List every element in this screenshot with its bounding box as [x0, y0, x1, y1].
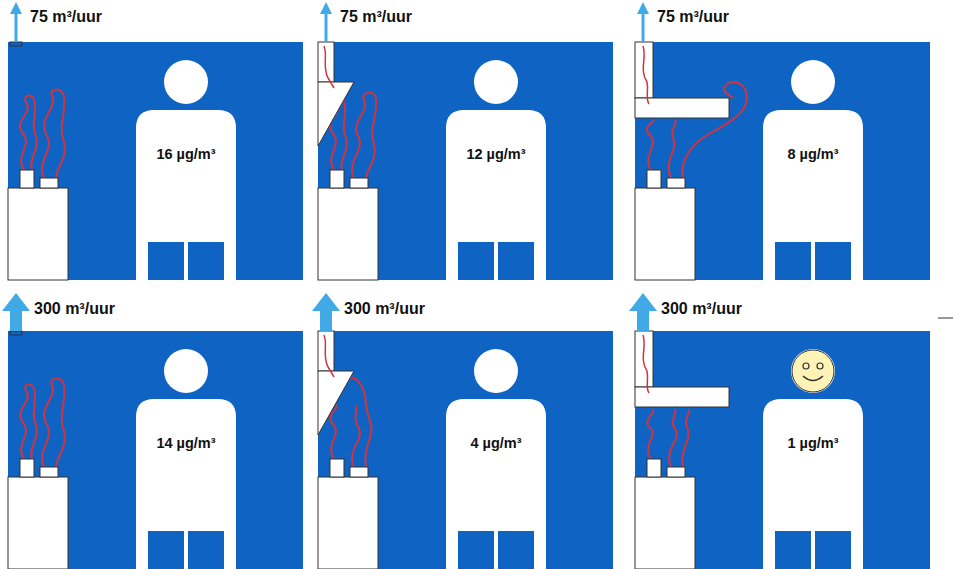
person-figure: 1 µg/m³	[763, 435, 863, 452]
person-figure: 8 µg/m³	[763, 146, 863, 163]
concentration-value: 8 µg/m³	[763, 146, 863, 163]
person-figure: 12 µg/m³	[446, 146, 546, 163]
person-figure: 14 µg/m³	[136, 435, 236, 452]
airflow-label: 300 m³/uur	[344, 300, 425, 318]
airflow-label: 75 m³/uur	[30, 8, 102, 26]
person-figure: 4 µg/m³	[446, 435, 546, 452]
airflow-label: 300 m³/uur	[661, 300, 742, 318]
concentration-value: 1 µg/m³	[763, 435, 863, 452]
airflow-label: 75 m³/uur	[657, 8, 729, 26]
concentration-value: 12 µg/m³	[446, 146, 546, 163]
concentration-value: 4 µg/m³	[446, 435, 546, 452]
person-figure: 16 µg/m³	[136, 146, 236, 163]
concentration-value: 14 µg/m³	[136, 435, 236, 452]
airflow-label: 75 m³/uur	[340, 8, 412, 26]
concentration-value: 16 µg/m³	[136, 146, 236, 163]
airflow-label: 300 m³/uur	[34, 300, 115, 318]
